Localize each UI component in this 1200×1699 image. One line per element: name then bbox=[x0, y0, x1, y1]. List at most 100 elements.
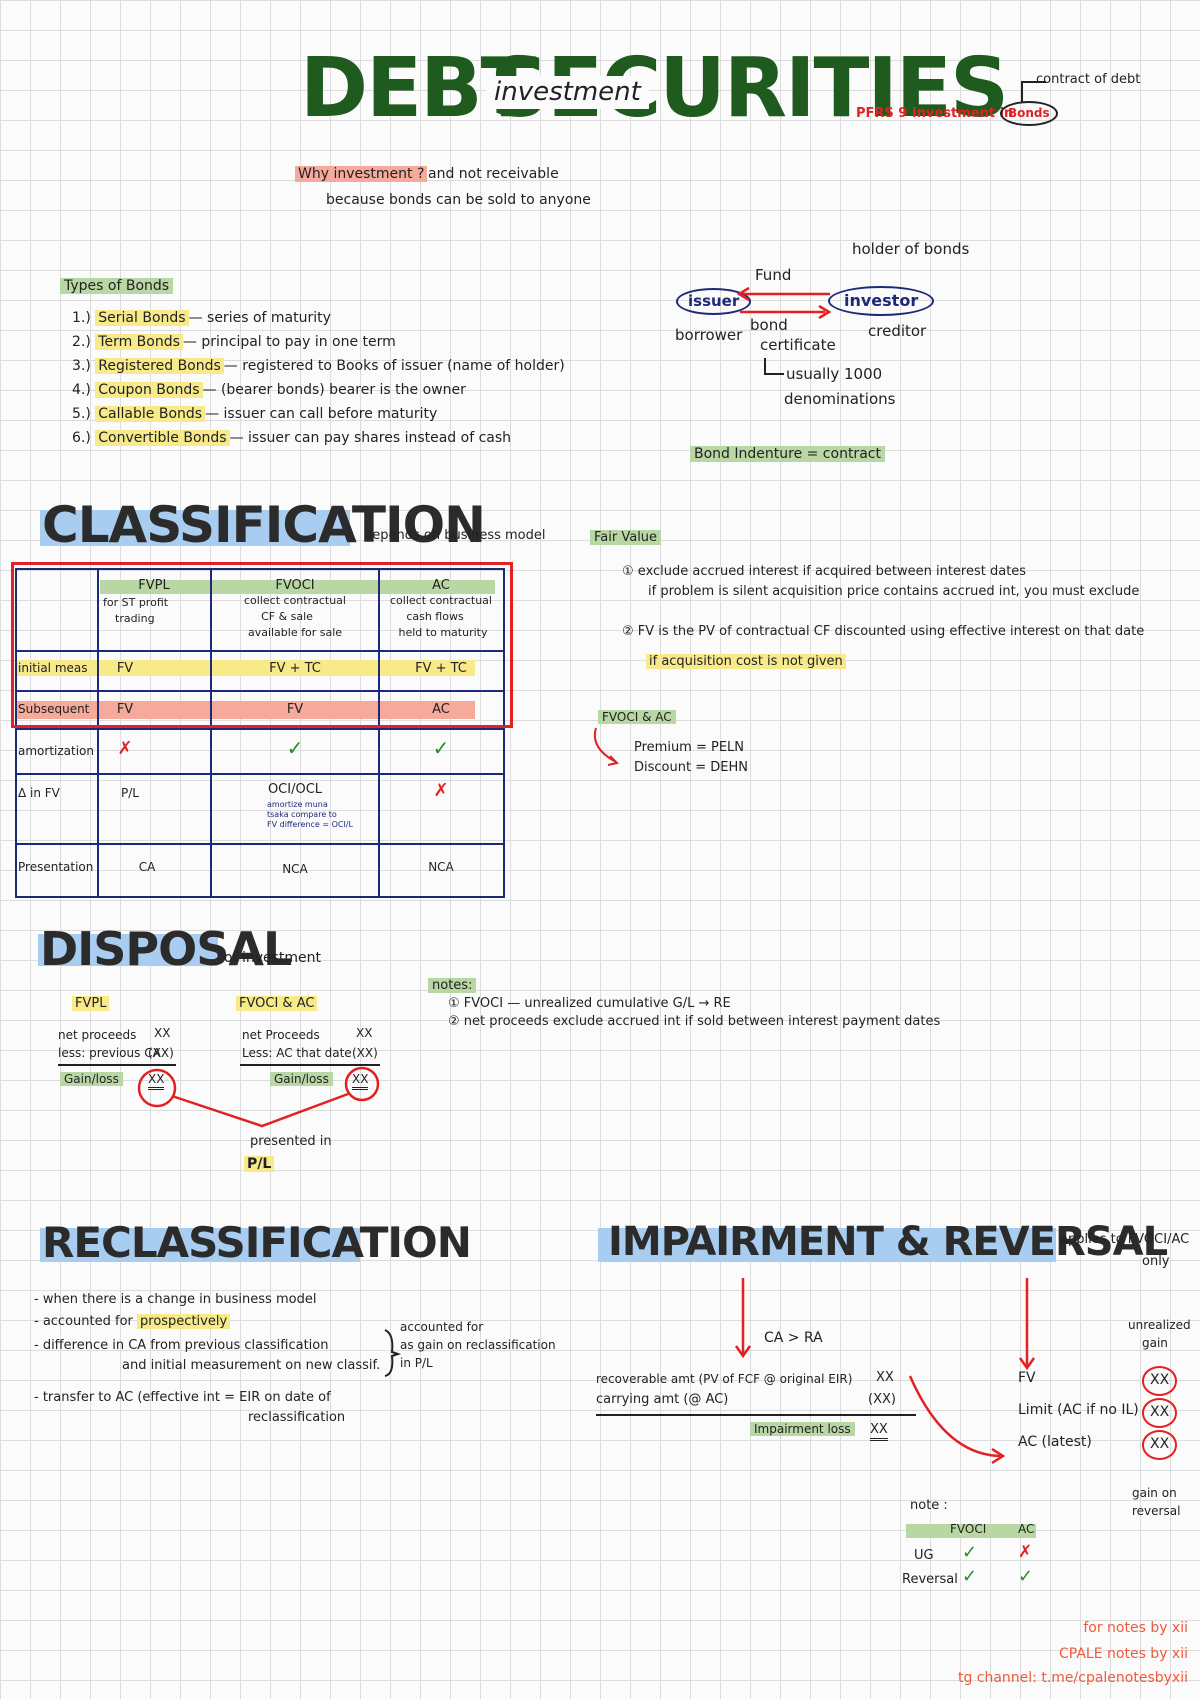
disposal-fvoci-heading: FVOCI & AC bbox=[236, 996, 318, 1012]
type-name: Convertible Bonds bbox=[95, 430, 230, 446]
why-question-text: Why investment ? bbox=[295, 166, 428, 182]
note-table-h1: FVOCI bbox=[950, 1522, 987, 1536]
limit-label: Limit (AC if no IL) bbox=[1018, 1402, 1139, 1418]
bond-cert-1: bond bbox=[750, 316, 788, 334]
fvoci-note: amortize muna bbox=[267, 800, 328, 809]
fund-label: Fund bbox=[755, 266, 792, 284]
type-desc: — (bearer bonds) bearer is the owner bbox=[202, 382, 466, 398]
usually-arrow bbox=[764, 358, 784, 375]
fvpl-value: XX bbox=[148, 1072, 165, 1090]
impairment-arrows bbox=[734, 1278, 1036, 1465]
fv-point-2b-hl: if acquisition cost is not given bbox=[646, 654, 846, 669]
fvoci-value: (XX) bbox=[352, 1046, 378, 1060]
classification-table: FVPL for ST profit trading FVOCI collect… bbox=[11, 562, 513, 898]
cell-value: OCI/OCL bbox=[267, 782, 323, 797]
fvoci-heading-text: FVOCI & AC bbox=[236, 996, 318, 1011]
reclass-b2-hl: prospectively bbox=[137, 1314, 231, 1329]
fair-value-heading-text: Fair Value bbox=[590, 530, 662, 545]
grid-line bbox=[97, 568, 99, 898]
fvpl-value: XX bbox=[154, 1026, 171, 1040]
type-desc: — issuer can pay shares instead of cash bbox=[229, 430, 512, 446]
premium-note: Premium = PELN bbox=[634, 740, 745, 755]
grid-line bbox=[15, 896, 505, 898]
cross-icon: ✗ bbox=[1018, 1542, 1033, 1562]
fvoci-value: XX bbox=[352, 1072, 369, 1090]
fv-text: FV is the PV of contractual CF discounte… bbox=[637, 624, 1145, 639]
col-header-ac: AC bbox=[432, 578, 450, 593]
reclass-title-hl bbox=[40, 1228, 360, 1262]
row-label-amortization: amortization bbox=[18, 744, 94, 758]
carrying-value: (XX) bbox=[868, 1392, 896, 1407]
cell-value: FV + TC bbox=[269, 661, 321, 676]
grid-line bbox=[210, 568, 212, 898]
grid-line bbox=[15, 690, 505, 692]
ca-ra: CA > RA bbox=[764, 1330, 823, 1346]
grid-line bbox=[378, 568, 380, 898]
type-name: Callable Bonds bbox=[95, 406, 206, 422]
cell-value: AC bbox=[432, 702, 450, 717]
applies-to: applies to FVOCI/AC bbox=[1060, 1232, 1190, 1247]
type-num: 3.) bbox=[72, 358, 91, 374]
type-desc: — registered to Books of issuer (name of… bbox=[223, 358, 565, 374]
fvoci-note: tsaka compare to bbox=[267, 810, 337, 819]
creditor-label: creditor bbox=[868, 322, 927, 340]
col-desc: available for sale bbox=[247, 626, 343, 639]
disposal-fvpl-heading: FVPL bbox=[72, 996, 110, 1012]
disposal-note-1: ① FVOCI — unrealized cumulative G/L → RE bbox=[448, 996, 731, 1011]
col-desc: held to maturity bbox=[398, 626, 488, 639]
fvoci-row: Less: AC that date bbox=[242, 1046, 352, 1060]
fv-label: FV bbox=[1018, 1370, 1036, 1386]
bond-cert-2: certificate bbox=[760, 336, 836, 354]
type-name: Term Bonds bbox=[95, 334, 183, 350]
fair-value-heading: Fair Value bbox=[590, 530, 662, 546]
disposal-title-hl bbox=[38, 934, 218, 966]
type-item: 1.) Serial Bonds— series of maturity bbox=[72, 310, 565, 334]
fvpl-gain-label: Gain/loss bbox=[60, 1072, 123, 1086]
classification-title-hl bbox=[40, 510, 350, 546]
standard-ref: PFRS 9 Investment in bbox=[856, 106, 1014, 121]
fvpl-value: (XX) bbox=[148, 1046, 174, 1060]
grid-line bbox=[15, 843, 505, 845]
cell-value: NCA bbox=[282, 862, 308, 876]
notes-heading: notes: bbox=[428, 978, 477, 994]
row-label-initial: initial meas bbox=[18, 661, 88, 675]
cell-value: NCA bbox=[428, 860, 454, 874]
fvpl-heading-text: FVPL bbox=[72, 996, 110, 1011]
impairment-note-heading: note : bbox=[910, 1498, 948, 1513]
cross-icon: ✗ bbox=[117, 738, 133, 759]
why-answer-2: because bonds can be sold to anyone bbox=[326, 192, 591, 208]
disposal-connector bbox=[137, 1066, 380, 1128]
recoverable-amount: recoverable amt (PV of FCF @ original EI… bbox=[596, 1372, 853, 1386]
impairment-title: IMPAIRMENT & REVERSAL bbox=[608, 1219, 1168, 1265]
type-item: 5.) Callable Bonds— issuer can call befo… bbox=[72, 406, 565, 430]
type-num: 1.) bbox=[72, 310, 91, 326]
cell-value: FV bbox=[116, 702, 134, 717]
check-icon: ✓ bbox=[432, 736, 450, 760]
reclass-note: as gain on reclassification bbox=[400, 1338, 556, 1352]
fv-point-2b: if acquisition cost is not given bbox=[646, 654, 846, 670]
gain-on-label: gain on bbox=[1132, 1486, 1177, 1500]
col-desc: CF & sale bbox=[261, 610, 313, 623]
presented-in: presented in bbox=[250, 1134, 332, 1149]
discount-note: Discount = DEHN bbox=[634, 760, 748, 775]
why-answer-1: and not receivable bbox=[428, 166, 559, 182]
reclass-note: in P/L bbox=[400, 1356, 433, 1370]
col-desc: for ST profit bbox=[103, 596, 169, 609]
subsequent-row-hl bbox=[15, 701, 475, 719]
fv-point-1: ① exclude accrued interest if acquired b… bbox=[622, 564, 1026, 580]
unrealized-label: unrealized bbox=[1128, 1318, 1191, 1332]
types-list: 1.) Serial Bonds— series of maturity 2.)… bbox=[72, 310, 565, 454]
check-icon: ✓ bbox=[962, 1566, 978, 1587]
footer-line-2: CPALE notes by xii bbox=[1059, 1646, 1188, 1662]
cell-value: FV bbox=[116, 661, 134, 676]
xx-circle: XX bbox=[1142, 1398, 1178, 1428]
reclass-bullet-cont: and initial measurement on new classif. bbox=[122, 1358, 381, 1373]
grid-line bbox=[15, 568, 505, 570]
classification-title: CLASSIFICATION bbox=[42, 496, 486, 554]
type-num: 4.) bbox=[72, 382, 91, 398]
reclassification-title: RECLASSIFICATION bbox=[42, 1218, 472, 1267]
grid-line bbox=[15, 728, 505, 730]
fvoci-row: Gain/loss bbox=[270, 1072, 333, 1087]
type-item: 4.) Coupon Bonds— (bearer bonds) bearer … bbox=[72, 382, 565, 406]
cell-value: P/L bbox=[121, 786, 139, 800]
